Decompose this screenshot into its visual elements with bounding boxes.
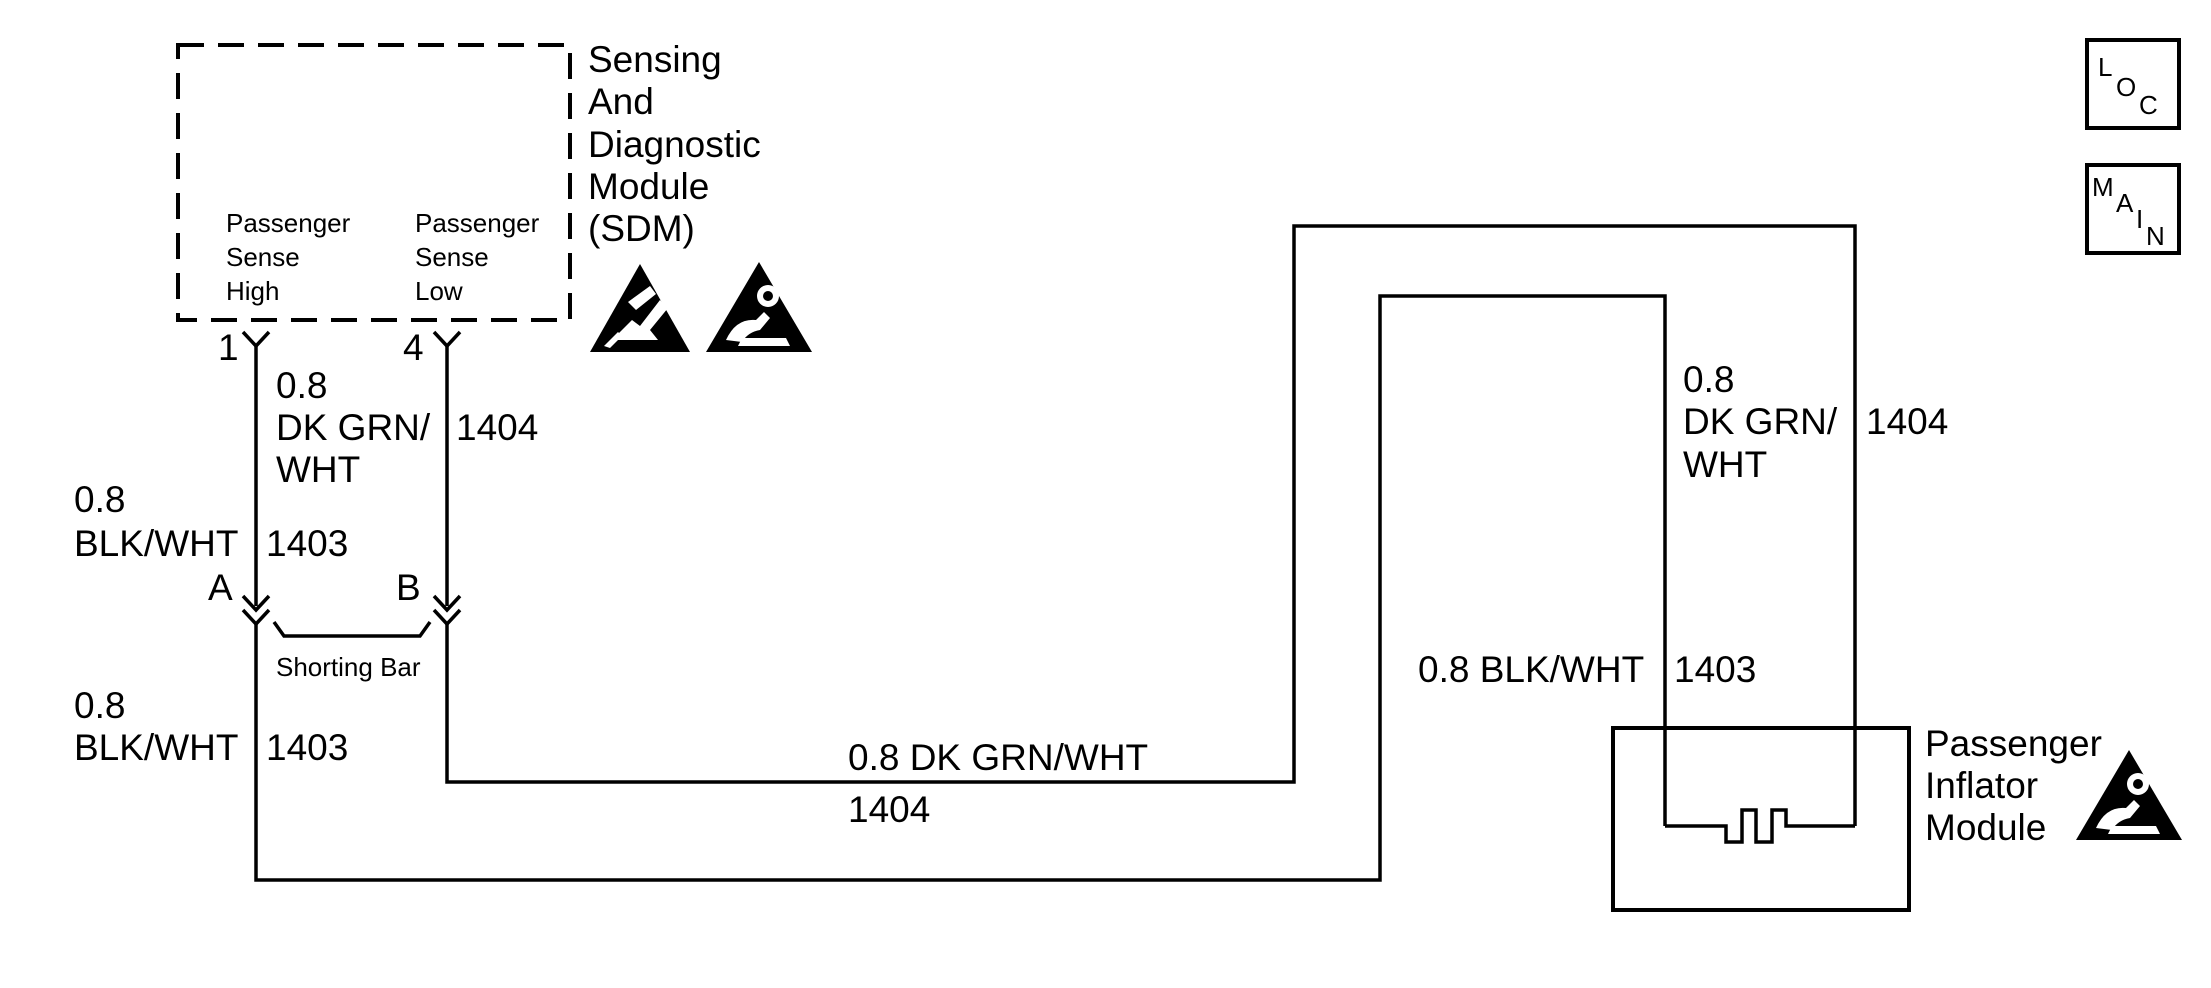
svg-text:Module: Module bbox=[588, 166, 709, 207]
svg-text:(SDM): (SDM) bbox=[588, 208, 695, 249]
wire-1403-lower-label: 0.8 BLK/WHT 1403 bbox=[74, 685, 348, 768]
svg-text:O: O bbox=[2116, 72, 2136, 102]
sdm-module-box bbox=[176, 43, 572, 322]
pin-1-terminal bbox=[241, 330, 271, 349]
svg-text:Sense: Sense bbox=[415, 242, 489, 272]
svg-text:L: L bbox=[2098, 52, 2112, 82]
wire-1404-upper-label: 0.8 DK GRN/ WHT 1404 bbox=[276, 365, 538, 490]
pin-1-number: 1 bbox=[218, 327, 239, 368]
svg-text:0.8: 0.8 bbox=[74, 685, 125, 726]
sdm-pin4-label: Passenger Sense Low bbox=[415, 208, 540, 306]
svg-text:Module: Module bbox=[1925, 807, 2046, 848]
svg-text:Sense: Sense bbox=[226, 242, 300, 272]
svg-text:WHT: WHT bbox=[1683, 444, 1767, 485]
svg-text:1404: 1404 bbox=[1866, 401, 1948, 442]
svg-text:Passenger: Passenger bbox=[415, 208, 540, 238]
svg-text:I: I bbox=[2136, 204, 2143, 234]
svg-text:M: M bbox=[2092, 172, 2114, 202]
svg-text:And: And bbox=[588, 81, 654, 122]
inflator-title: Passenger Inflator Module bbox=[1925, 723, 2102, 848]
airbag-warning-icon bbox=[706, 262, 812, 352]
esd-warning-icon bbox=[590, 264, 690, 352]
svg-text:0.8: 0.8 bbox=[74, 479, 125, 520]
svg-text:0.8: 0.8 bbox=[1683, 359, 1734, 400]
svg-text:1403: 1403 bbox=[1674, 649, 1756, 690]
pin-4-terminal bbox=[432, 330, 462, 349]
svg-text:0.8 BLK/WHT: 0.8 BLK/WHT bbox=[1418, 649, 1644, 690]
connector-pin-a: A bbox=[208, 567, 233, 608]
svg-text:Passenger: Passenger bbox=[226, 208, 351, 238]
wire-1404-horizontal-label: 0.8 DK GRN/WHT bbox=[848, 737, 1148, 778]
wire-1403-route bbox=[254, 294, 1667, 882]
svg-text:Sensing: Sensing bbox=[588, 39, 722, 80]
wire-1403-upper-label: 0.8 BLK/WHT 1403 bbox=[74, 479, 348, 564]
inflator-squib bbox=[1665, 808, 1855, 844]
shorting-bar-label: Shorting Bar bbox=[276, 652, 421, 682]
sdm-pin1-label: Passenger Sense High bbox=[226, 208, 351, 306]
inflator-module-box bbox=[1611, 726, 1911, 912]
svg-text:BLK/WHT: BLK/WHT bbox=[74, 727, 238, 768]
wire-1404-right-label: 0.8 DK GRN/ WHT 1404 bbox=[1683, 359, 1948, 485]
svg-text:N: N bbox=[2146, 221, 2165, 251]
connector-pin-b: B bbox=[396, 567, 421, 608]
svg-text:Diagnostic: Diagnostic bbox=[588, 124, 761, 165]
svg-text:High: High bbox=[226, 276, 279, 306]
svg-text:Inflator: Inflator bbox=[1925, 765, 2038, 806]
svg-text:WHT: WHT bbox=[276, 449, 360, 490]
sdm-title: Sensing And Diagnostic Module (SDM) bbox=[588, 39, 761, 249]
svg-text:A: A bbox=[2116, 188, 2134, 218]
wire-1404-route bbox=[445, 224, 1857, 826]
svg-text:Low: Low bbox=[415, 276, 463, 306]
svg-text:0.8: 0.8 bbox=[276, 365, 327, 406]
pin-4-number: 4 bbox=[403, 327, 424, 368]
svg-text:BLK/WHT: BLK/WHT bbox=[74, 523, 238, 564]
wire-1403-right-label: 0.8 BLK/WHT 1403 bbox=[1418, 649, 1756, 690]
svg-text:C: C bbox=[2139, 90, 2158, 120]
svg-text:Passenger: Passenger bbox=[1925, 723, 2102, 764]
loc-button[interactable]: L O C bbox=[2085, 38, 2181, 130]
svg-text:1403: 1403 bbox=[266, 523, 348, 564]
wire-1404-horizontal-circuit: 1404 bbox=[848, 789, 930, 830]
svg-text:1404: 1404 bbox=[456, 407, 538, 448]
main-button[interactable]: M A I N bbox=[2085, 163, 2181, 255]
svg-text:DK GRN/: DK GRN/ bbox=[276, 407, 431, 448]
shorting-bar bbox=[272, 620, 432, 638]
svg-text:1403: 1403 bbox=[266, 727, 348, 768]
inflator-airbag-warning-icon bbox=[2076, 750, 2182, 840]
svg-text:DK GRN/: DK GRN/ bbox=[1683, 401, 1838, 442]
